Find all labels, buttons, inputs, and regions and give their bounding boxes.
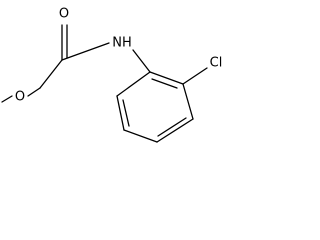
ring-inner-double-2 xyxy=(157,117,187,137)
molecule-structure: O O NH Cl xyxy=(1,7,223,143)
ring-bond-4 xyxy=(123,129,158,143)
ring-bond-2 xyxy=(182,83,194,120)
ring-inner-double-3 xyxy=(122,99,130,127)
ring-bond-1 xyxy=(149,71,184,85)
carbonyl-oxygen-label: O xyxy=(59,7,69,22)
bond-ring-cl xyxy=(182,67,208,85)
ether-oxygen-label: O xyxy=(15,90,25,105)
bond-n-ring xyxy=(132,49,151,73)
ring-bond-6 xyxy=(116,71,151,97)
bond-methyl-ether-o xyxy=(1,95,13,103)
structure-canvas: O O NH Cl xyxy=(0,0,254,150)
amide-nitrogen-label: NH xyxy=(112,36,132,51)
bond-carbonyl-n xyxy=(61,42,110,61)
chlorine-label: Cl xyxy=(210,56,223,71)
ring-inner-double-1 xyxy=(151,78,178,89)
bond-ch2-carbonyl xyxy=(39,59,63,89)
bond-ether-o-ch2 xyxy=(27,87,41,97)
ring-bond-3 xyxy=(156,118,194,143)
benzene-ring xyxy=(116,71,194,143)
ring-bond-5 xyxy=(116,95,125,131)
